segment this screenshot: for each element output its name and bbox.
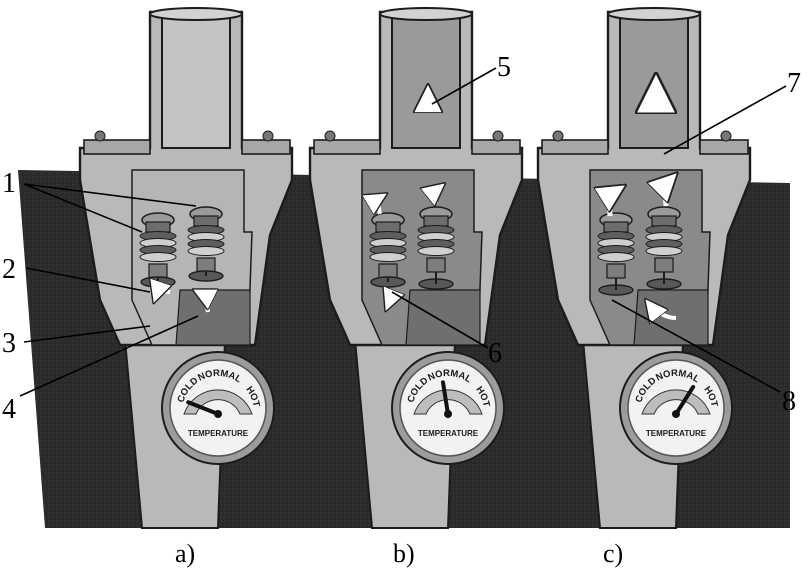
- bolt: [492, 130, 504, 142]
- thermostat: [597, 212, 635, 296]
- thermostat-valve: [603, 221, 629, 233]
- bellows-coil: [645, 246, 683, 256]
- bellows-coil: [187, 246, 225, 256]
- wax-pellet: [378, 263, 398, 279]
- callout-3: 3: [2, 328, 16, 359]
- thermostat-valve: [423, 215, 449, 227]
- flow-arrow: [666, 174, 676, 207]
- flow-arrow: [386, 290, 392, 310]
- flange-left: [313, 139, 381, 155]
- bolt: [552, 130, 564, 142]
- wax-pellet: [606, 263, 626, 279]
- gauge-hub: [214, 410, 222, 418]
- bolt: [720, 130, 732, 142]
- gauge-face: [627, 359, 725, 457]
- gauge-needle: [440, 380, 450, 416]
- gauge-needle: [674, 384, 696, 416]
- flange-right: [471, 139, 521, 155]
- thermostat: [645, 206, 683, 290]
- flow-arrow: [436, 184, 444, 204]
- flow-arrow: [194, 290, 208, 313]
- gauge-needle: [186, 400, 220, 416]
- wax-pellet: [654, 257, 674, 273]
- thermostat-valve: [375, 221, 401, 233]
- outlet-rim: [379, 7, 473, 21]
- flange-right: [699, 139, 749, 155]
- thermostat: [139, 212, 177, 288]
- wax-pellet: [196, 257, 216, 273]
- gauge-scale: [413, 389, 483, 415]
- thermostat-valve: [145, 221, 171, 233]
- gauge-scale: [183, 389, 253, 415]
- callout-8: 8: [782, 386, 796, 417]
- bellows-coil: [597, 252, 635, 262]
- caption-b: b): [393, 539, 415, 568]
- flange-left: [83, 139, 151, 155]
- thermostat: [187, 206, 225, 282]
- bellows-coil: [139, 252, 177, 262]
- callout-6: 6: [488, 338, 502, 369]
- gauge-label: TEMPERATURE: [646, 429, 707, 438]
- flange-right: [241, 139, 291, 155]
- outlet-pipe: [391, 13, 461, 149]
- outlet-rim: [149, 7, 243, 21]
- callout-4: 4: [2, 394, 16, 425]
- thermostat-valve: [193, 215, 219, 227]
- thermostat-valve: [651, 215, 677, 227]
- callout-2: 2: [2, 254, 16, 285]
- gauge-label: TEMPERATURE: [418, 429, 479, 438]
- bolt: [94, 130, 106, 142]
- gauge-hub: [444, 410, 452, 418]
- flow-arrow: [379, 194, 386, 214]
- callout-1: 1: [2, 168, 16, 199]
- leader-lines: [19, 67, 787, 397]
- gauge-scale: [641, 389, 711, 415]
- thermostat: [417, 206, 455, 290]
- outlet-pipe: [161, 13, 231, 149]
- wax-pellet: [426, 257, 446, 273]
- wax-pellet: [148, 263, 168, 279]
- gauge-hub: [672, 410, 680, 418]
- flow-arrows: [154, 76, 676, 318]
- callout-5: 5: [497, 52, 511, 83]
- callout-7: 7: [787, 68, 801, 99]
- bypass-passage: [405, 289, 481, 346]
- outlet-rim: [607, 7, 701, 21]
- caption-a: a): [175, 539, 195, 568]
- bolt: [324, 130, 336, 142]
- bellows-coil: [369, 252, 407, 262]
- gauge-face: [169, 359, 267, 457]
- caption-c: c): [603, 539, 623, 568]
- flow-arrow: [154, 292, 170, 302]
- flange-left: [541, 139, 609, 155]
- bolt: [262, 130, 274, 142]
- flow-arrow: [610, 186, 624, 217]
- gauge-label: TEMPERATURE: [188, 429, 249, 438]
- bypass-passage: [175, 289, 251, 346]
- bellows-coil: [417, 246, 455, 256]
- flow-arrow: [646, 300, 677, 318]
